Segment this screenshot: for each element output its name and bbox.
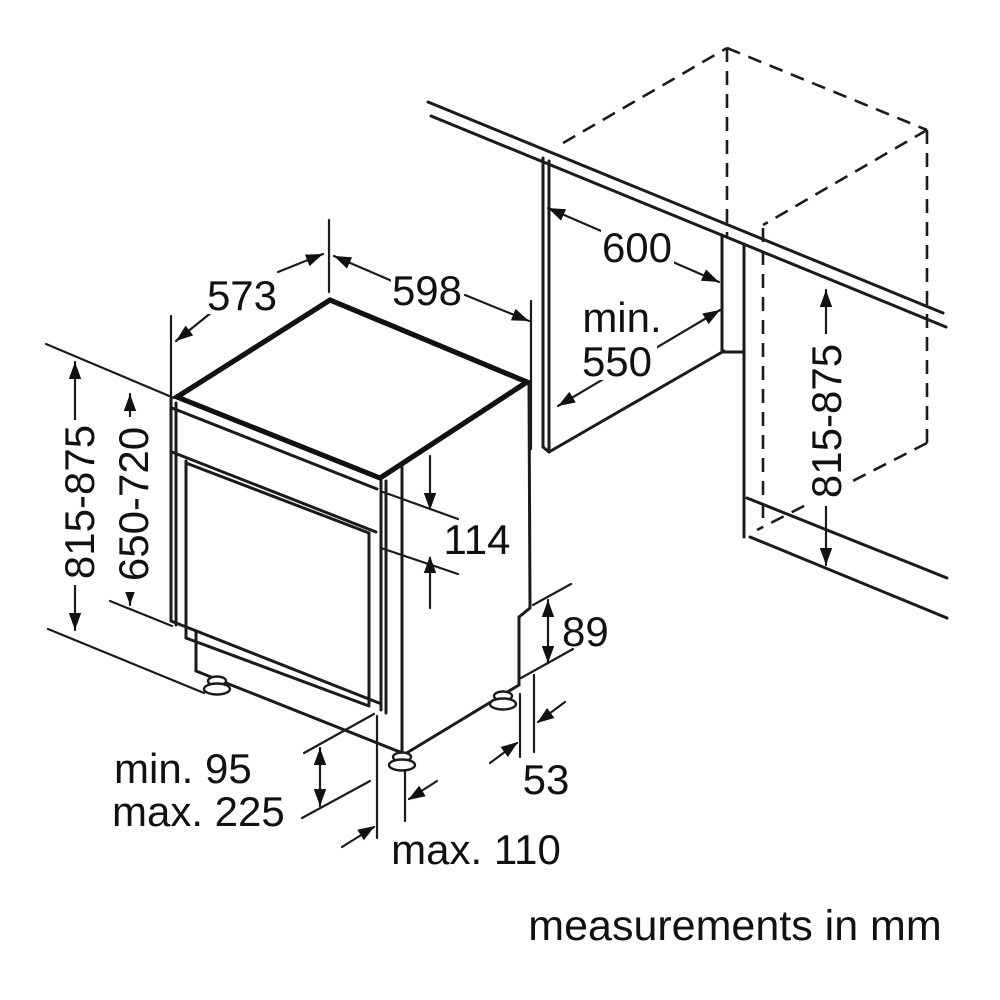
label-max-225: max. 225	[112, 788, 285, 835]
adjustable-foot-right	[488, 690, 518, 711]
label-573: 573	[207, 272, 277, 319]
dimension-573: 573	[174, 252, 325, 343]
dimension-815-875-right: 815-875	[803, 288, 850, 567]
label-600: 600	[602, 224, 672, 271]
label-650-720: 650-720	[110, 427, 157, 581]
dimension-815-875-left: 815-875	[56, 360, 103, 632]
dimension-598: 598	[332, 254, 531, 323]
label-max-110: max. 110	[391, 826, 561, 873]
dimension-max-110: max. 110	[340, 779, 561, 873]
dishwasher-body	[169, 297, 533, 772]
plinth-rear-notch	[517, 606, 532, 687]
label-min: min.	[582, 294, 661, 341]
dishwasher-plinth	[194, 629, 407, 756]
dishwasher-door	[184, 459, 371, 708]
dishwasher-top-face	[171, 297, 533, 481]
label-815-875-right: 815-875	[803, 344, 850, 498]
extension-lines	[44, 218, 575, 840]
label-114: 114	[444, 516, 511, 563]
dimension-600: 600	[546, 206, 721, 284]
label-89: 89	[562, 608, 609, 655]
dimension-650-720: 650-720	[110, 392, 157, 607]
dimension-114: 114	[423, 454, 511, 610]
label-550: 550	[582, 338, 652, 385]
label-min-95: min. 95	[114, 745, 252, 792]
adjustable-foot-left	[202, 675, 232, 696]
right-cabinet-side-wall	[720, 233, 746, 539]
adjustable-foot-front	[387, 751, 417, 772]
dimension-min-550: min. 550	[556, 294, 722, 408]
dimension-89: 89	[541, 598, 609, 665]
label-598: 598	[392, 267, 462, 314]
dimension-plinth-min-max: min. 95 max. 225	[112, 745, 327, 835]
label-815-875-left: 815-875	[56, 425, 103, 579]
floor-lines	[46, 496, 949, 695]
dimension-53: 53	[488, 700, 570, 803]
worktop-counter	[426, 100, 948, 329]
label-53: 53	[523, 756, 570, 803]
units-note: measurements in mm	[528, 902, 941, 950]
